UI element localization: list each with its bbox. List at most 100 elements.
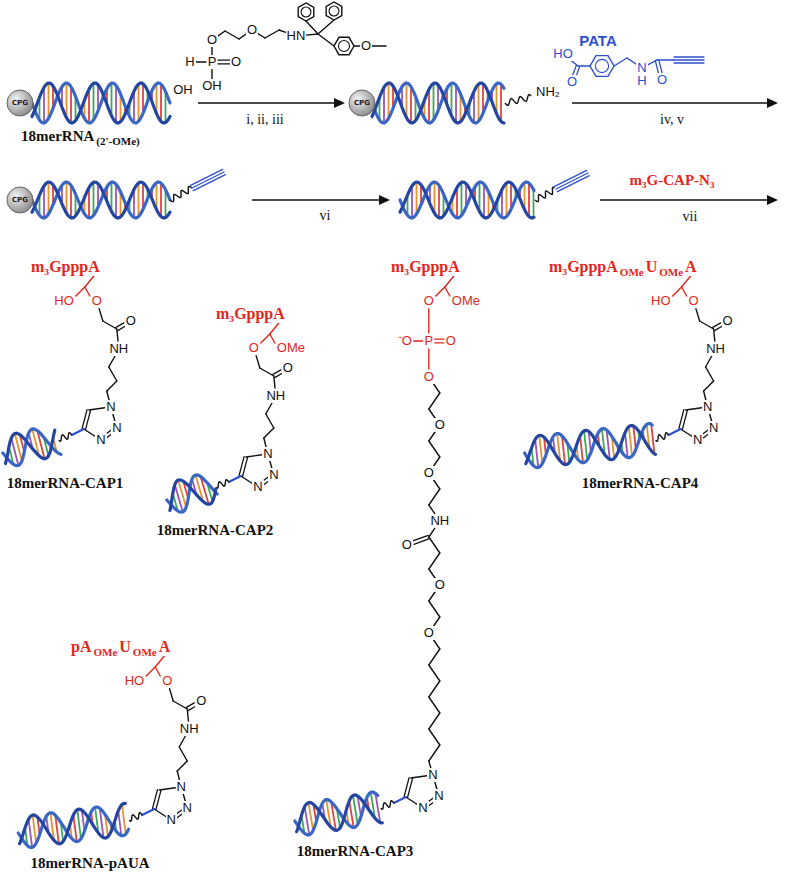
bond-line	[318, 20, 334, 34]
bond-line	[142, 809, 154, 815]
base-pair	[438, 185, 440, 218]
bond-line	[117, 329, 118, 341]
rna-strand	[32, 182, 170, 218]
atom-label: HO	[53, 294, 75, 308]
triple-bond	[191, 169, 223, 185]
benzene-ring	[329, 6, 339, 16]
step-label: vii	[682, 209, 699, 225]
compound-name: 18merRNA	[20, 128, 95, 145]
base-pair	[48, 182, 50, 214]
rna-strand	[170, 480, 216, 511]
bond-line	[433, 383, 440, 393]
bond-line	[429, 713, 440, 729]
atom-label: O	[434, 578, 446, 592]
atom-label: N	[252, 480, 263, 494]
cap-label: pA	[70, 638, 92, 656]
double-bond	[435, 342, 444, 343]
atom-label: P	[423, 334, 434, 348]
bond-line	[241, 476, 253, 484]
bond-line	[669, 429, 681, 435]
compound-name: 18merRNA-pAUA	[29, 855, 150, 872]
atom-label: O	[195, 694, 207, 708]
bond-line	[433, 639, 440, 649]
rna-strand	[3, 429, 61, 466]
atom-label: O	[206, 33, 218, 47]
compound-name: 18merRNA-CAP1	[6, 475, 125, 492]
bond-line	[256, 356, 260, 368]
atom-label: O	[401, 538, 413, 552]
atom-label: O	[445, 334, 457, 348]
step-label: iv, v	[659, 112, 685, 128]
bond-line	[429, 393, 440, 409]
atom-label: NH	[265, 389, 286, 403]
triple-bond	[192, 172, 224, 188]
atom-label: O	[246, 23, 258, 37]
bond-line	[429, 431, 436, 441]
double-bond	[408, 778, 413, 797]
rna-strand	[372, 83, 504, 123]
atom-label: O	[91, 294, 103, 308]
rna-strand	[526, 426, 656, 465]
rna-strand	[400, 182, 534, 218]
base-pair	[461, 182, 463, 215]
bond-line	[372, 45, 386, 46]
step-label: vi	[319, 208, 332, 224]
atom-label: N	[95, 433, 106, 447]
wavy-linker	[59, 433, 72, 442]
bond-line	[229, 476, 241, 482]
atom-label: N	[176, 780, 187, 794]
bond-line	[177, 761, 187, 771]
cap-label: U	[118, 638, 132, 656]
bond-line	[274, 376, 275, 388]
base-pair	[138, 183, 140, 217]
base-pair	[629, 427, 632, 457]
cpg-label: CPG	[354, 99, 370, 107]
bond-line	[704, 381, 714, 391]
bond-line	[196, 61, 206, 62]
benzene-ring	[301, 7, 311, 17]
triple-bond	[193, 175, 225, 191]
bond-line	[429, 697, 440, 713]
base-pair	[115, 85, 117, 122]
bond-line	[414, 340, 423, 341]
base-pair	[533, 190, 535, 218]
bond-line	[714, 329, 715, 341]
bond-line	[411, 776, 427, 778]
bond-line	[211, 47, 212, 55]
atom-label: P	[207, 55, 218, 69]
arrow-head	[767, 195, 778, 205]
cap-label: OMe	[92, 646, 118, 658]
bond-line	[306, 21, 318, 34]
base-pair	[70, 185, 72, 218]
rna-strand	[167, 475, 217, 512]
cap-label: A	[684, 258, 698, 276]
rna-strand	[32, 182, 170, 218]
bond-line	[211, 69, 212, 79]
bond-line	[257, 33, 265, 38]
atom-label: N	[702, 400, 713, 414]
bond-line	[85, 287, 90, 296]
cpg-bead	[349, 90, 375, 116]
base-pair	[478, 84, 480, 121]
cap-label: m₃GpppA	[215, 305, 286, 323]
bond-line	[179, 747, 187, 761]
base-pair	[138, 84, 140, 121]
atom-label: HN	[286, 29, 307, 43]
reaction-arrow	[198, 102, 337, 104]
atom-label: O	[230, 55, 242, 69]
compound-name: 18merRNA-CAP3	[296, 843, 415, 860]
atom-label: N	[182, 801, 193, 815]
bond-line	[704, 391, 706, 400]
double-bond	[435, 339, 444, 340]
atom-label: O	[566, 75, 578, 89]
bond-line	[89, 408, 105, 410]
base-pair	[433, 83, 435, 120]
double-bond	[218, 63, 230, 64]
reagent-name: PATA	[578, 32, 618, 49]
bond-line	[682, 287, 687, 296]
base-pair	[115, 184, 117, 217]
base-pair	[406, 83, 408, 118]
bond-line	[265, 30, 279, 38]
wavy-linker	[216, 480, 229, 489]
bond-line	[270, 334, 275, 343]
